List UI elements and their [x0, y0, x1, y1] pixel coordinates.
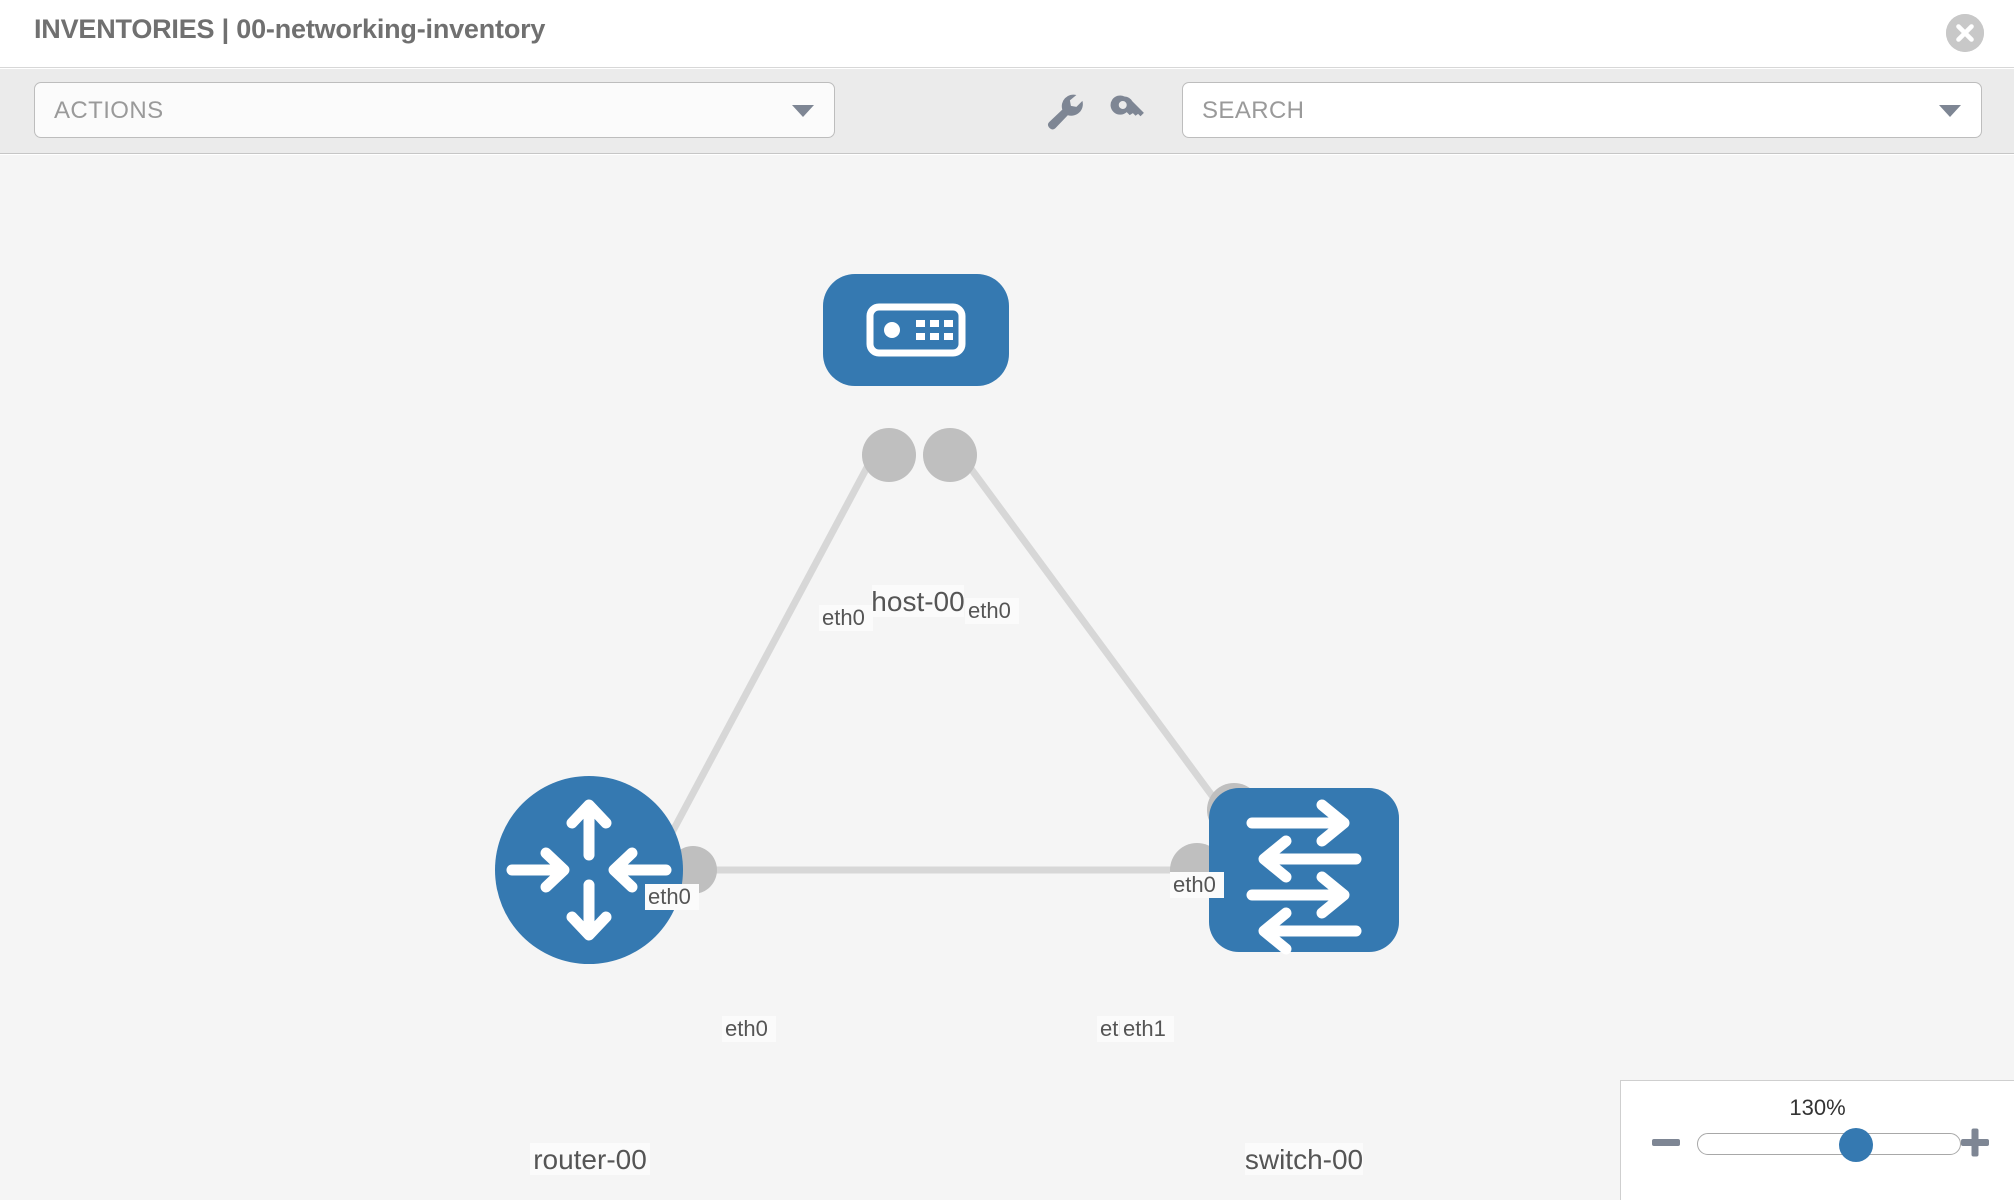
wrench-icon-glyph	[1047, 94, 1083, 130]
search-chevron-down-icon	[1939, 105, 1961, 117]
minus-icon	[1652, 1139, 1680, 1146]
page-title: INVENTORIES | 00-networking-inventory	[34, 14, 546, 44]
node-label-router-00: router-00	[530, 1143, 650, 1175]
svg-text:eth0: eth0	[648, 884, 691, 909]
close-icon-glyph	[1946, 14, 1984, 52]
zoom-control-panel: 130%	[1620, 1080, 2014, 1200]
toolbar: ACTIONS SEARCH	[0, 69, 2014, 154]
iface-label-switch-north: eth0	[1170, 872, 1224, 898]
topology-canvas[interactable]: host-00 router-00 switch-00 eth0 eth0 et…	[0, 155, 2014, 1200]
link-host-switch[interactable]	[949, 440, 1233, 823]
router-icon	[506, 799, 672, 941]
svg-text:eth1: eth1	[1123, 1016, 1166, 1041]
zoom-out-button[interactable]	[1649, 1125, 1683, 1159]
zoom-level-value: 130%	[1789, 1095, 1846, 1120]
node-router-00[interactable]	[495, 776, 683, 964]
node-label-switch-00: switch-00	[1245, 1143, 1363, 1175]
search-placeholder: SEARCH	[1202, 97, 1305, 124]
topology-graph: host-00 router-00 switch-00 eth0 eth0 et…	[495, 274, 1399, 1175]
iface-label-host-left: eth0	[819, 605, 873, 631]
svg-text:host-00: host-00	[871, 586, 964, 617]
iface-label-host-right: eth0	[965, 598, 1019, 624]
svg-text:switch-00: switch-00	[1245, 1144, 1363, 1175]
server-icon	[866, 303, 966, 357]
actions-dropdown-label: ACTIONS	[54, 97, 164, 124]
key-icon[interactable]	[1110, 91, 1152, 131]
zoom-slider-thumb[interactable]	[1839, 1128, 1873, 1162]
zoom-in-button[interactable]	[1958, 1125, 1992, 1159]
zoom-slider[interactable]	[1697, 1128, 1961, 1162]
svg-text:eth0: eth0	[1173, 872, 1216, 897]
link-host-router[interactable]	[656, 441, 884, 857]
iface-label-router-north: eth0	[645, 884, 699, 910]
iface-label-router-east: eth0	[722, 1016, 776, 1042]
node-host-00[interactable]	[823, 274, 1009, 386]
node-label-host-00: host-00	[871, 585, 965, 617]
plus-icon	[1961, 1128, 1989, 1157]
iface-stub-host-right[interactable]	[923, 428, 977, 482]
iface-label-switch-west: eth1	[1120, 1016, 1174, 1042]
svg-text:eth0: eth0	[725, 1016, 768, 1041]
svg-text:eth0: eth0	[968, 598, 1011, 623]
actions-dropdown[interactable]: ACTIONS	[34, 82, 835, 138]
svg-text:eth0: eth0	[822, 605, 865, 630]
wrench-icon[interactable]	[1043, 91, 1085, 131]
iface-stub-host-left[interactable]	[862, 428, 916, 482]
node-switch-00[interactable]	[1209, 788, 1399, 955]
svg-text:router-00: router-00	[533, 1144, 647, 1175]
page-header: INVENTORIES | 00-networking-inventory	[0, 0, 2014, 68]
chevron-down-icon	[792, 105, 814, 117]
search-input[interactable]: SEARCH	[1182, 82, 1982, 138]
key-icon-glyph	[1110, 95, 1144, 117]
switch-icon	[1246, 799, 1362, 955]
close-icon[interactable]	[1946, 14, 1984, 52]
